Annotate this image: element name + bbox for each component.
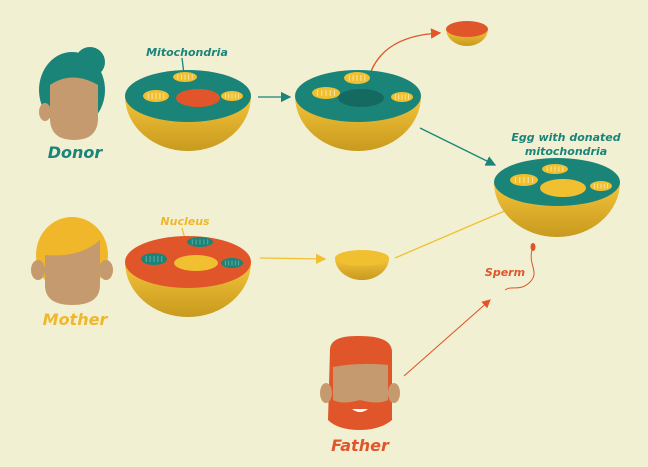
nucleus-label: Nucleus [160, 215, 210, 228]
mother-egg [125, 236, 251, 317]
mitochondria-label: Mitochondria [146, 46, 228, 59]
donor-label: Donor [48, 143, 104, 162]
arrow-to-final-egg [419, 127, 497, 166]
enucleated-donor-egg [295, 70, 421, 151]
arrow-mother-to-nucleus [259, 253, 327, 265]
egg-with-donated-mitochondria [494, 158, 620, 237]
transplanted-nucleus [540, 179, 586, 197]
removed-donor-nucleus [446, 21, 488, 46]
arrow-father-to-egg [403, 299, 491, 377]
mother-nucleus-bowl [335, 250, 389, 280]
father-avatar [320, 335, 400, 430]
donor-avatar [39, 47, 105, 140]
mother-label: Mother [43, 310, 109, 329]
egg-label-line2: mitochondria [525, 145, 607, 158]
mother-avatar [31, 217, 113, 305]
mother-nucleus [174, 255, 218, 271]
father-label: Father [331, 436, 390, 455]
donor-nucleus [176, 89, 220, 107]
donor-egg [125, 70, 251, 151]
sperm-icon [504, 243, 536, 291]
sperm-label: Sperm [485, 266, 525, 279]
empty-nucleus-site [338, 89, 384, 107]
egg-label-line1: Egg with donated [511, 131, 620, 144]
